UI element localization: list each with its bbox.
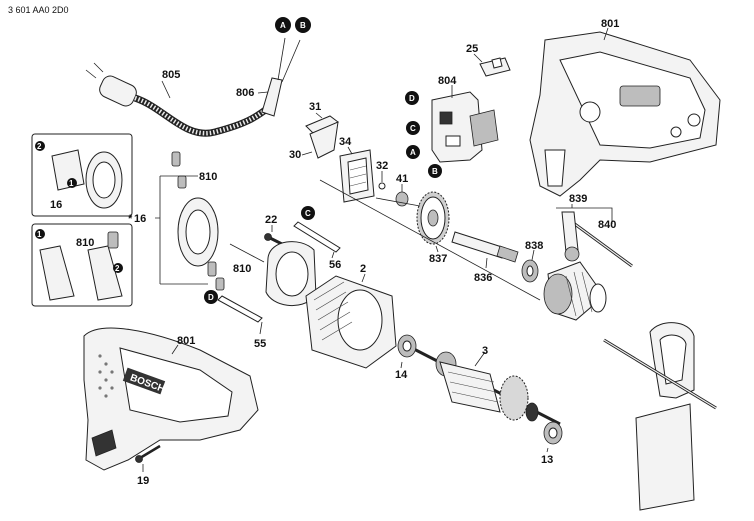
- svg-text:B: B: [432, 167, 438, 176]
- connector-label-a-cord: A: [275, 17, 291, 33]
- part-number-839: 839: [569, 193, 587, 205]
- part-number-16-star: 16: [134, 213, 146, 225]
- part-number-836: 836: [474, 272, 492, 284]
- part-number-801-top: 801: [601, 18, 619, 30]
- svg-text:C: C: [410, 124, 416, 133]
- connector-label-c-wire: C: [301, 206, 315, 220]
- part-number-56: 56: [329, 259, 341, 271]
- svg-text:C: C: [305, 209, 311, 218]
- bearing-41: [395, 191, 409, 207]
- part-number-810-inset: 810: [76, 237, 94, 249]
- auxiliary-handle: [603, 322, 717, 511]
- part-number-19: 19: [137, 475, 149, 487]
- document-code: 3 601 AA0 2D0: [8, 5, 69, 15]
- strain-relief: [261, 77, 283, 117]
- part-number-837: 837: [429, 253, 447, 265]
- asterisk-marker: *: [128, 213, 133, 225]
- housing-half-801-top: [529, 31, 721, 197]
- grip-texture: [98, 354, 114, 398]
- part-number-806: 806: [236, 87, 254, 99]
- screw-19: [135, 444, 161, 463]
- part-number-34: 34: [339, 136, 352, 148]
- connector-label-b-switch: B: [428, 164, 442, 178]
- part-number-804: 804: [438, 75, 457, 87]
- connector-label-d-wire: D: [204, 290, 218, 304]
- brush-plate-16: [171, 151, 225, 291]
- svg-text:1: 1: [69, 179, 74, 188]
- part-number-14: 14: [395, 369, 408, 381]
- part-number-2: 2: [360, 263, 366, 275]
- part-number-810-low: 810: [233, 263, 251, 275]
- svg-text:B: B: [300, 21, 306, 30]
- connector-label-c-switch: C: [406, 121, 420, 135]
- part-number-801-bottom: 801: [177, 335, 195, 347]
- chuck-key-840: [561, 211, 633, 268]
- small-ring-32: [378, 182, 386, 190]
- svg-text:1: 1: [37, 230, 42, 239]
- gear-837: [416, 191, 450, 245]
- part-number-41: 41: [396, 173, 408, 185]
- svg-text:A: A: [280, 21, 286, 30]
- part-number-32: 32: [376, 160, 388, 172]
- field-stator-2: [305, 275, 397, 369]
- svg-text:2: 2: [115, 264, 120, 273]
- drill-chuck: [543, 261, 607, 321]
- part-number-55: 55: [254, 338, 266, 350]
- plug: [85, 62, 137, 107]
- cover-31: [305, 115, 339, 159]
- part-number-838: 838: [525, 240, 543, 252]
- wire-56: [293, 221, 341, 253]
- part-number-810-top: 810: [199, 171, 217, 183]
- part-number-16-inset: 16: [50, 199, 62, 211]
- part-number-22: 22: [265, 214, 277, 226]
- fan-baffle: [265, 241, 317, 307]
- bearing-14: [397, 334, 417, 358]
- part-number-25: 25: [466, 43, 478, 55]
- wire-55: [217, 295, 263, 323]
- washer-838: [521, 259, 539, 283]
- inset-box-810: 1 2: [31, 223, 133, 307]
- part-number-13: 13: [541, 454, 553, 466]
- svg-text:2: 2: [37, 142, 42, 151]
- svg-text:A: A: [410, 148, 416, 157]
- switch-lever-25: [479, 57, 511, 77]
- spindle-836: [451, 231, 519, 263]
- inset-box-16: 2 1: [31, 133, 133, 217]
- part-number-30: 30: [289, 149, 301, 161]
- part-number-840: 840: [598, 219, 616, 231]
- housing-half-801-bottom: BOSCH: [83, 327, 259, 471]
- bearing-13: [543, 421, 563, 445]
- brush-holder-34: [339, 149, 375, 203]
- cord-cable: [133, 94, 271, 137]
- armature-3: [407, 344, 561, 426]
- connector-label-b-cord: B: [295, 17, 311, 33]
- connector-label-d-switch: D: [405, 91, 419, 105]
- bosch-logo: [122, 367, 166, 395]
- power-cord: [85, 37, 301, 137]
- part-number-805: 805: [162, 69, 180, 81]
- assembly-guide-lines: [229, 179, 541, 301]
- part-number-31: 31: [309, 101, 321, 113]
- part-number-3: 3: [482, 345, 488, 357]
- svg-text:D: D: [409, 94, 415, 103]
- connector-label-a-switch: A: [406, 145, 420, 159]
- switch-804: [431, 91, 499, 163]
- svg-text:D: D: [208, 293, 214, 302]
